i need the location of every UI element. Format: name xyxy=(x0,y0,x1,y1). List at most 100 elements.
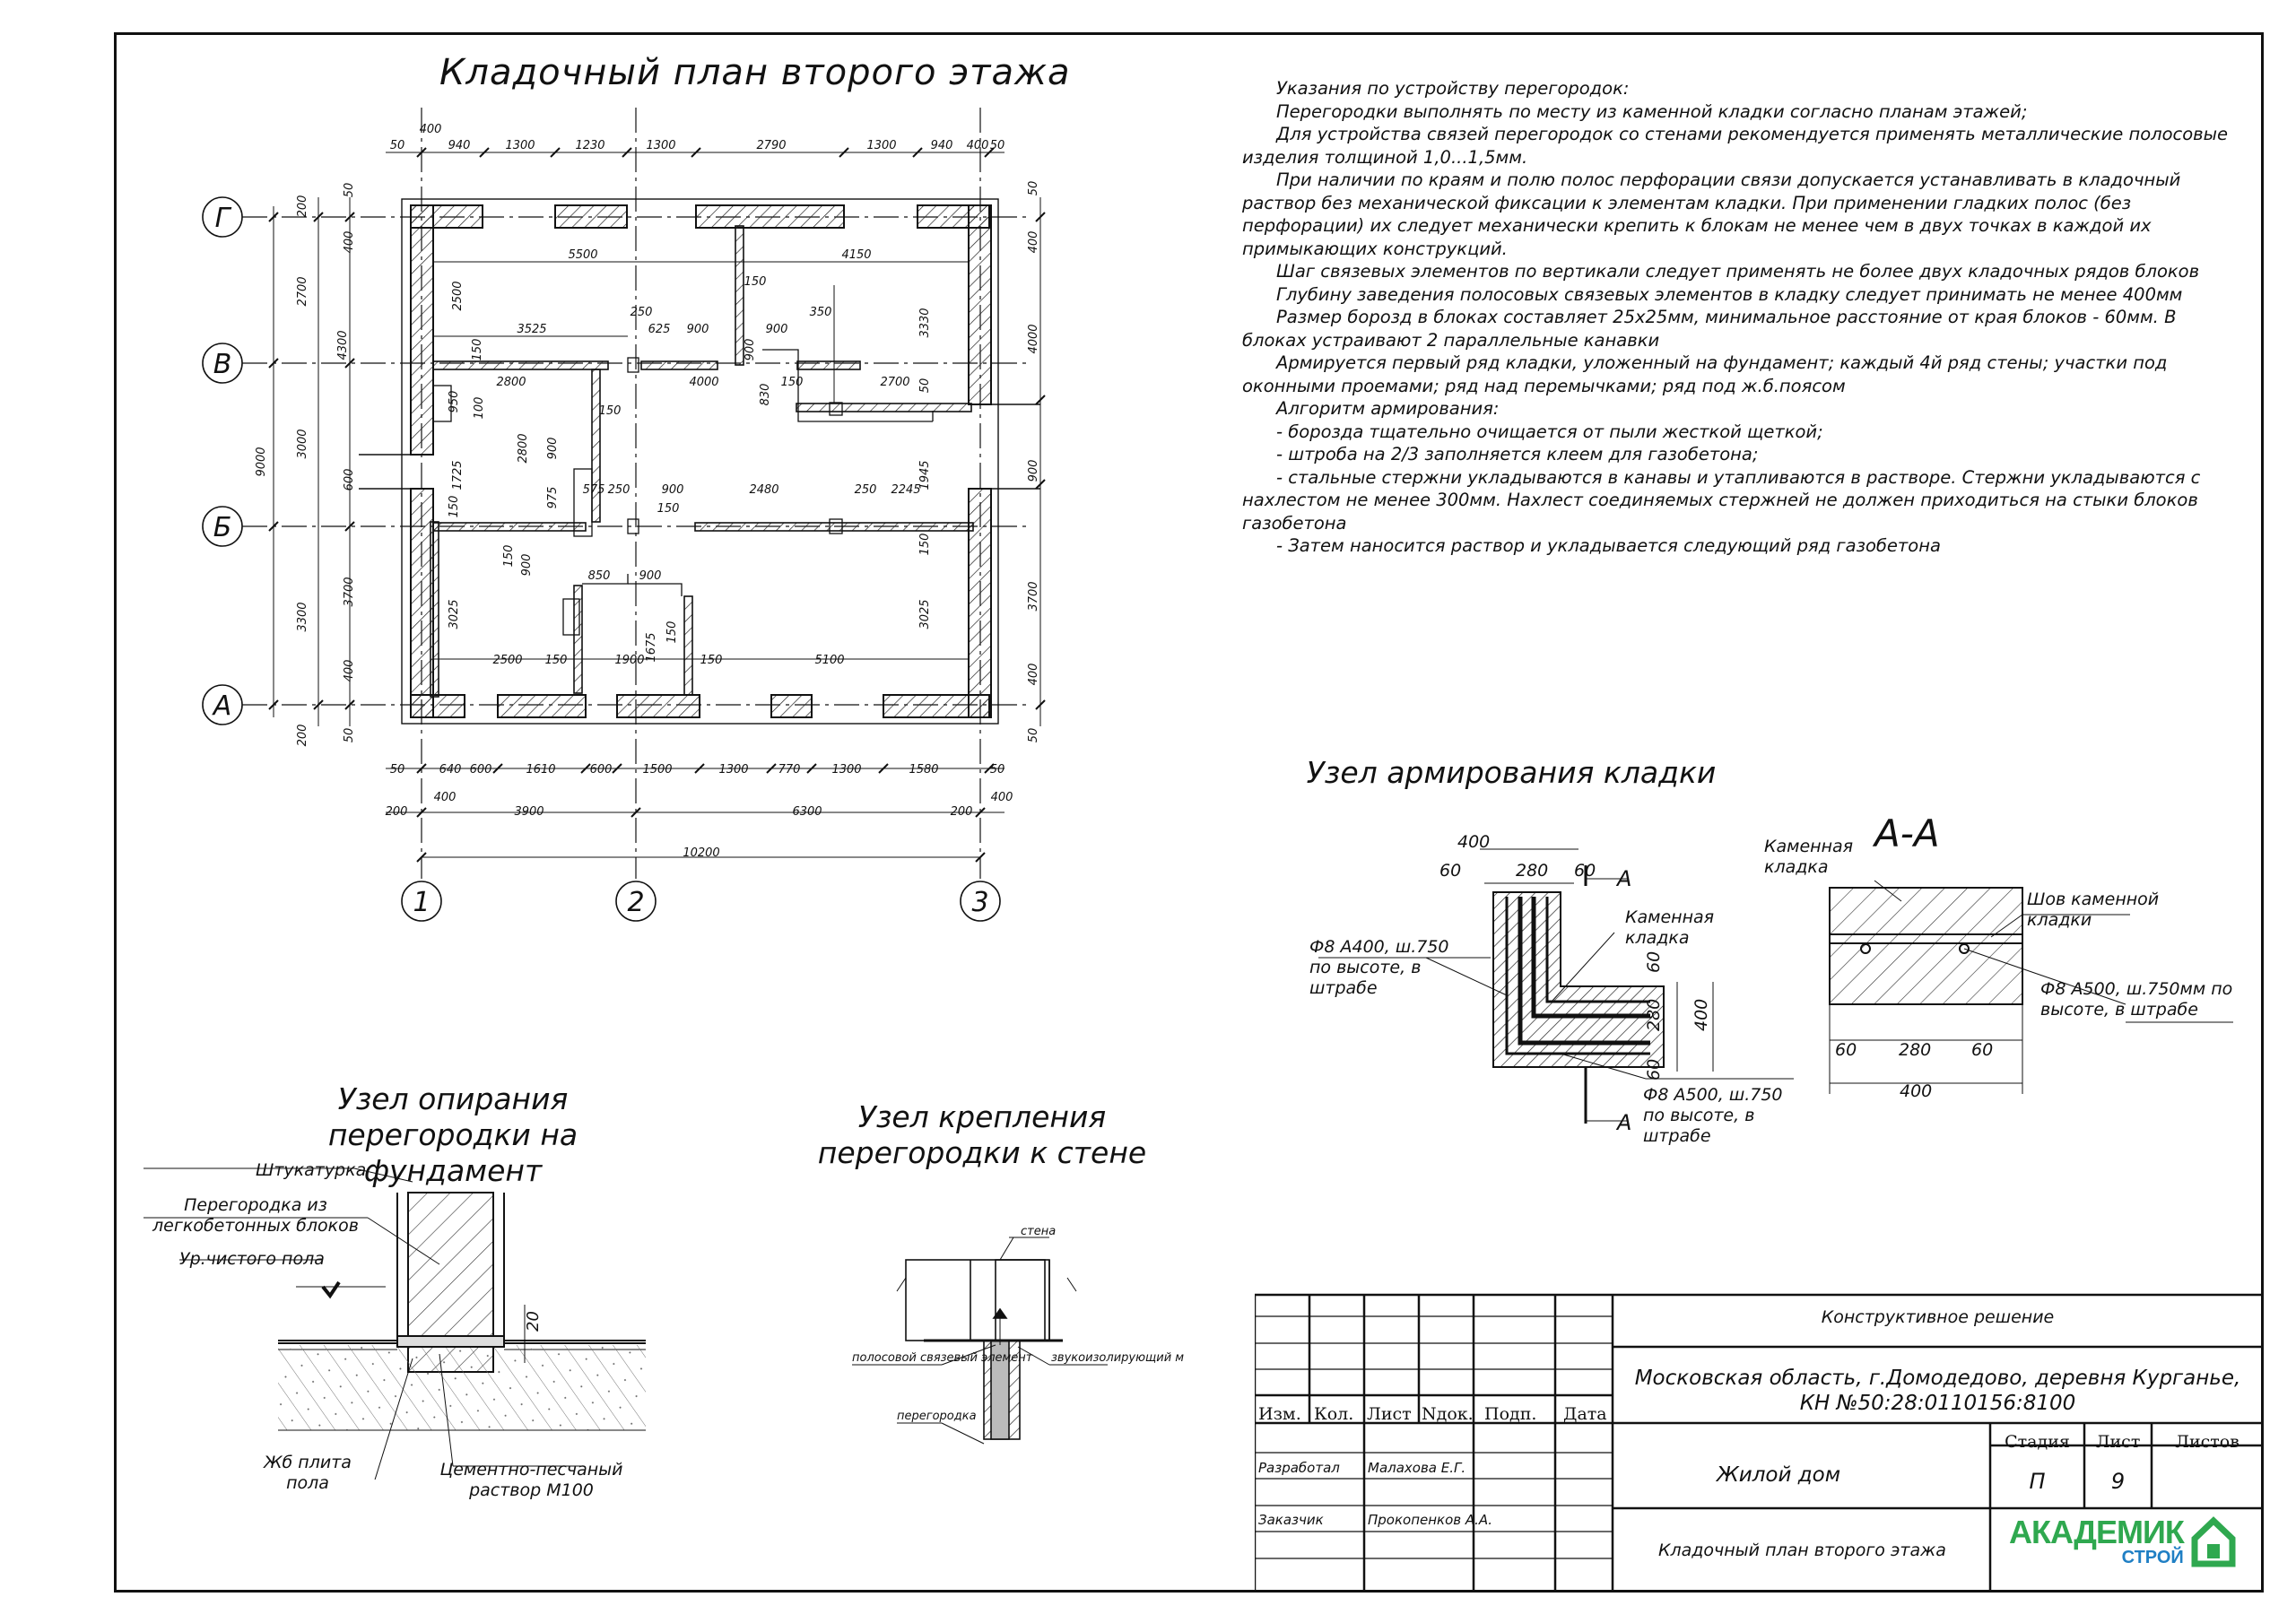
dim-text: 600 xyxy=(590,763,613,777)
dim-text: 4300 xyxy=(336,330,350,360)
dim-text: 900 xyxy=(687,323,709,336)
dim-text: 1945 xyxy=(918,460,932,490)
dim-text: 2500 xyxy=(451,281,465,310)
stamp-head-list: Лист xyxy=(1367,1404,1412,1424)
axis-bubbles: Г В Б А 1 2 3 xyxy=(202,196,1001,922)
dim-text: 150 xyxy=(471,339,484,361)
dim-text: 3525 xyxy=(517,323,546,336)
dim-text: 200 xyxy=(951,805,973,819)
dim-text: 2700 xyxy=(880,376,909,389)
axis-bubble-col: 2 xyxy=(615,881,657,922)
section-aa-dim: 280 xyxy=(1899,1040,1931,1060)
notes-line: Алгоритм армирования: xyxy=(1276,398,1500,419)
dim-text: 250 xyxy=(855,483,877,497)
notes-line: При наличии по краям и полю полос перфор… xyxy=(1242,169,2181,259)
stamp-developed-name: Малахова Е.Г. xyxy=(1368,1460,1466,1476)
dim-text: 400 xyxy=(1027,664,1040,686)
fix-label-insulation: звукоизолирующий материал xyxy=(1051,1351,1184,1365)
notes-block: Указания по устройству перегородок: Пере… xyxy=(1242,77,2238,558)
stamp-head-kol: Кол. xyxy=(1314,1404,1354,1424)
node-reinf-title: Узел армирования кладки xyxy=(1306,755,1717,790)
dim-text: 150 xyxy=(665,621,679,644)
dim-text: 940 xyxy=(931,139,953,152)
dim-text: 4000 xyxy=(689,376,718,389)
node-support-title: Узел опирания перегородки на фундамент xyxy=(327,1081,578,1188)
plan-title: Кладочный план второго этажа xyxy=(439,52,1071,93)
dim-text: 10200 xyxy=(683,846,719,860)
dim-text: 1230 xyxy=(575,139,604,152)
section-aa-title: А-А xyxy=(1874,812,1940,855)
dim-text: 3000 xyxy=(296,429,309,458)
dim-text: 2800 xyxy=(517,433,530,463)
axis-label-col: 3 xyxy=(971,887,988,918)
dimension-lines xyxy=(273,152,1041,858)
fix-label-partition: перегородка xyxy=(897,1410,977,1423)
reinf-dim: 60 xyxy=(1439,861,1461,881)
dim-text: 5100 xyxy=(814,654,844,667)
reinf-dim: 60 xyxy=(1644,951,1664,973)
node-support-drawing: 20 xyxy=(144,1167,646,1480)
dim-text: 900 xyxy=(662,483,684,497)
axis-label-col: 2 xyxy=(627,887,644,918)
axis-label-row: А xyxy=(212,690,232,722)
dim-text: 50 xyxy=(990,139,1005,152)
dim-text: 250 xyxy=(631,306,653,319)
axis-label-row: Б xyxy=(213,512,232,543)
dim-text: 3025 xyxy=(448,599,461,629)
dim-text: 975 xyxy=(546,487,560,509)
notes-line: Размер борозд в блоках составляет 25х25м… xyxy=(1242,307,2177,351)
dim-text: 2700 xyxy=(296,276,309,306)
dim-text: 150 xyxy=(918,534,932,556)
dim-text: 1900 xyxy=(614,654,644,667)
fix-label-strip: полосовой связевый элемент xyxy=(852,1351,1033,1365)
stamp-head-data: Дата xyxy=(1563,1404,1607,1424)
notes-line: Армируется первый ряд кладки, уложенный … xyxy=(1242,352,2168,396)
dim-text: 100 xyxy=(473,397,486,420)
stamp-head-ndok: Nдок. xyxy=(1422,1404,1474,1424)
stamp-client-role: Заказчик xyxy=(1258,1512,1324,1528)
support-label-slab: Жб плита пола xyxy=(264,1453,352,1493)
dim-text: 150 xyxy=(502,545,516,568)
axis-label-row: Г xyxy=(215,203,232,234)
dim-text: 3300 xyxy=(296,602,309,631)
dim-text: 50 xyxy=(390,763,405,777)
reinf-label-rod-left: Ф8 А400, ш.750 по высоте, в штрабе xyxy=(1309,937,1449,998)
dim-text: 1675 xyxy=(645,632,658,662)
dim-text: 3330 xyxy=(918,308,932,337)
logo-sub-text: СТРОЙ xyxy=(2121,1548,2184,1567)
axis-label-col: 1 xyxy=(413,887,430,918)
support-label-plaster: Штукатурка xyxy=(256,1160,367,1180)
dim-text: 150 xyxy=(744,275,767,289)
reinf-label-rod-bottom: Ф8 А500, ш.750 по высоте, в штрабе xyxy=(1643,1085,1783,1146)
reinf-dim: 60 xyxy=(1644,1059,1664,1081)
interior-partitions xyxy=(430,225,974,698)
dim-text: 400 xyxy=(1027,231,1040,254)
dim-text: 575 xyxy=(583,483,605,497)
section-aa-label-rod: Ф8 А500, ш.750мм по высоте, в штрабе xyxy=(2040,979,2233,1020)
dim-text: 2800 xyxy=(496,376,526,389)
dim-text: 5500 xyxy=(568,248,597,262)
reinf-dim: 280 xyxy=(1516,861,1548,881)
dim-text: 830 xyxy=(759,384,772,406)
dim-text: 1725 xyxy=(451,460,465,490)
dim-text: 900 xyxy=(546,438,560,460)
stamp-head-podp: Подп. xyxy=(1484,1404,1537,1424)
reinf-label-masonry: Каменная кладка xyxy=(1625,907,1715,948)
dim-text: 1300 xyxy=(646,139,675,152)
reinf-dim: 400 xyxy=(1457,832,1490,852)
notes-line: - Затем наносится раствор и укладывается… xyxy=(1276,535,1941,556)
dim-text: 1300 xyxy=(505,139,535,152)
dim-text: 1300 xyxy=(831,763,861,777)
dim-text: 4150 xyxy=(841,248,871,262)
section-aa-label-joint: Шов каменной кладки xyxy=(2027,890,2160,930)
partition-outlines xyxy=(432,349,934,636)
dim-text: 50 xyxy=(343,183,356,198)
notes-line: Для устройства связей перегородок со сте… xyxy=(1242,124,2229,168)
dim-text: 400 xyxy=(420,123,442,136)
notes-line: - штроба на 2/3 заполняется клеем для га… xyxy=(1276,444,1759,464)
dim-text: 950 xyxy=(448,391,461,413)
section-aa-dim: 60 xyxy=(1835,1040,1857,1060)
dim-text: 150 xyxy=(781,376,804,389)
support-label-floor: Ур.чистого пола xyxy=(179,1249,325,1269)
dim-text: 3025 xyxy=(918,599,932,629)
